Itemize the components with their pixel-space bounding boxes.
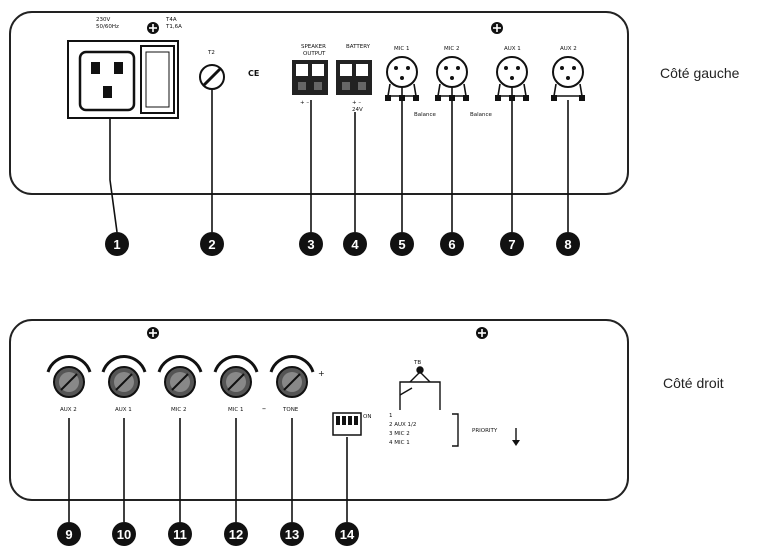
panel-screw-icon	[476, 327, 488, 339]
callout-10: 10	[112, 522, 136, 546]
aux2-label: AUX 2	[560, 46, 577, 52]
battery-label: BATTERY	[346, 44, 371, 50]
speaker-output-label: SPEAKER	[301, 44, 326, 50]
svg-text:13: 13	[285, 527, 299, 542]
svg-text:10: 10	[117, 527, 131, 542]
right-panel-outline	[9, 319, 629, 501]
fuse-label: T2	[207, 50, 215, 56]
mic2-label: MIC 2	[444, 46, 459, 52]
tone-plus: +	[318, 369, 325, 378]
callout-8: 8	[556, 232, 580, 256]
right-side-label: Côté droit	[663, 375, 724, 391]
svg-text:8: 8	[564, 237, 571, 252]
knob-label-aux2: AUX 2	[60, 407, 77, 413]
battery-voltage: 24V	[352, 107, 363, 113]
callout-13: 13	[280, 522, 304, 546]
fuse-holder-icon	[199, 64, 225, 90]
callout-7: 7	[500, 232, 524, 256]
schematic-value: TB	[413, 360, 421, 366]
knob-label-mic1: MIC 1	[228, 407, 243, 413]
svg-text:5: 5	[398, 237, 405, 252]
svg-text:6: 6	[448, 237, 455, 252]
panel-screw-icon	[491, 22, 503, 34]
callout-1: 1	[105, 232, 129, 256]
bottom-leader-lines	[68, 418, 348, 522]
svg-text:11: 11	[173, 527, 187, 542]
xlr-mic2-icon	[435, 56, 469, 101]
knob-label-mic2: MIC 2	[171, 407, 186, 413]
knob-tone-icon	[269, 355, 315, 398]
callout-11: 11	[168, 522, 192, 546]
speaker-terminal-block	[292, 60, 328, 95]
callout-5: 5	[390, 232, 414, 256]
callout-14: 14	[335, 522, 359, 546]
knob-aux2-icon	[46, 355, 92, 398]
knob-label-aux1: AUX 1	[115, 407, 132, 413]
svg-text:1: 1	[113, 237, 120, 252]
xlr-aux1-icon	[495, 56, 529, 101]
callout-6: 6	[440, 232, 464, 256]
knob-mic2-icon	[157, 355, 203, 398]
priority-label: PRIORITY	[472, 428, 498, 434]
xlr-mic1-icon	[385, 56, 419, 101]
svg-text:7: 7	[508, 237, 515, 252]
callout-4: 4	[343, 232, 367, 256]
callout-3: 3	[299, 232, 323, 256]
power-fuse-rating-label-2: T1,6A	[165, 24, 182, 30]
ce-mark: CE	[248, 69, 259, 78]
dip-on-label: ON	[363, 414, 371, 420]
priority-item-1: 1	[389, 413, 393, 419]
svg-text:12: 12	[229, 527, 243, 542]
knob-mic1-icon	[213, 355, 259, 398]
battery-polarity: + –	[352, 100, 361, 106]
speaker-polarity: + –	[300, 100, 309, 106]
priority-item-4: 4 MIC 1	[389, 440, 410, 446]
svg-text:4: 4	[351, 237, 359, 252]
balance-label-2: Balance	[470, 112, 493, 118]
power-frequency-label: 50/60Hz	[96, 24, 119, 30]
xlr-aux2-icon	[551, 56, 585, 101]
top-leader-lines	[109, 89, 569, 233]
knob-label-tone: TONE	[282, 407, 299, 413]
priority-item-2: 2 AUX 1/2	[389, 422, 416, 428]
switch-schematic-icon	[399, 366, 441, 410]
power-inlet	[67, 40, 179, 119]
battery-terminal-block	[336, 60, 372, 95]
priority-arrow-icon	[512, 428, 520, 446]
priority-item-3: 3 MIC 2	[389, 431, 410, 437]
balance-label-1: Balance	[414, 112, 437, 118]
dip-switch-icon	[332, 412, 362, 436]
svg-text:3: 3	[307, 237, 314, 252]
power-voltage-label: 230V	[96, 17, 110, 23]
svg-text:9: 9	[65, 527, 72, 542]
panel-screw-icon	[147, 327, 159, 339]
aux1-label: AUX 1	[504, 46, 521, 52]
mic1-label: MIC 1	[394, 46, 409, 52]
knob-aux1-icon	[101, 355, 147, 398]
left-side-label: Côté gauche	[660, 65, 740, 81]
speaker-output-sublabel: OUTPUT	[303, 51, 326, 57]
callout-12: 12	[224, 522, 248, 546]
svg-text:2: 2	[208, 237, 215, 252]
callout-9: 9	[57, 522, 81, 546]
callout-2: 2	[200, 232, 224, 256]
priority-bracket	[452, 413, 459, 447]
svg-text:14: 14	[340, 527, 355, 542]
tone-minus: –	[262, 404, 266, 413]
power-fuse-rating-label: T4A	[165, 17, 177, 23]
ground-screw-icon	[147, 22, 159, 34]
